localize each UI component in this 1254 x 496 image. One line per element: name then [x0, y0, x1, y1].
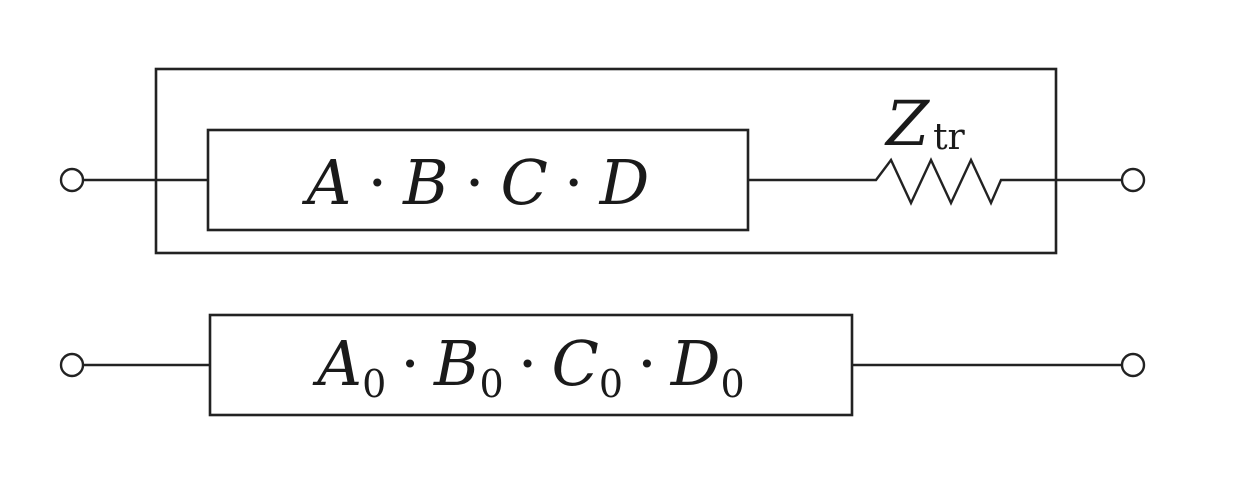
bottom-separator-3: · [637, 327, 657, 400]
bottom-right-terminal [1120, 352, 1146, 378]
bottom-term-a-subscript: 0 [362, 362, 386, 406]
impedance-subscript: tr [933, 117, 965, 158]
top-term-c: C [500, 146, 547, 219]
bottom-circuit: A0·B0·C0·D0 [59, 313, 1146, 417]
bottom-term-b: B [433, 327, 480, 400]
bottom-term-b-subscript: 0 [480, 362, 504, 406]
bottom-term-c: C [551, 327, 598, 400]
bottom-term-d: D [670, 327, 721, 400]
bottom-block-label: A0·B0·C0·D0 [312, 327, 744, 406]
top-outer-box [154, 67, 1058, 255]
top-term-b: B [402, 146, 449, 219]
top-block-label: A·B·C·D [302, 146, 650, 219]
impedance-symbol: Z [884, 87, 930, 160]
top-separator-2: · [465, 146, 485, 219]
top-separator-3: · [564, 146, 584, 219]
bottom-separator-2: · [518, 327, 538, 400]
bottom-term-c-subscript: 0 [599, 362, 623, 406]
bottom-separator-1: · [400, 327, 420, 400]
bottom-term-d-subscript: 0 [721, 362, 745, 406]
top-right-terminal [1120, 167, 1146, 193]
top-term-a: A [302, 146, 352, 219]
top-separator-1: · [367, 146, 387, 219]
top-left-terminal [59, 167, 85, 193]
top-term-d: D [599, 146, 650, 219]
resistor-symbol [866, 157, 1010, 206]
bottom-term-a: A [312, 327, 362, 400]
bottom-left-terminal [59, 352, 85, 378]
